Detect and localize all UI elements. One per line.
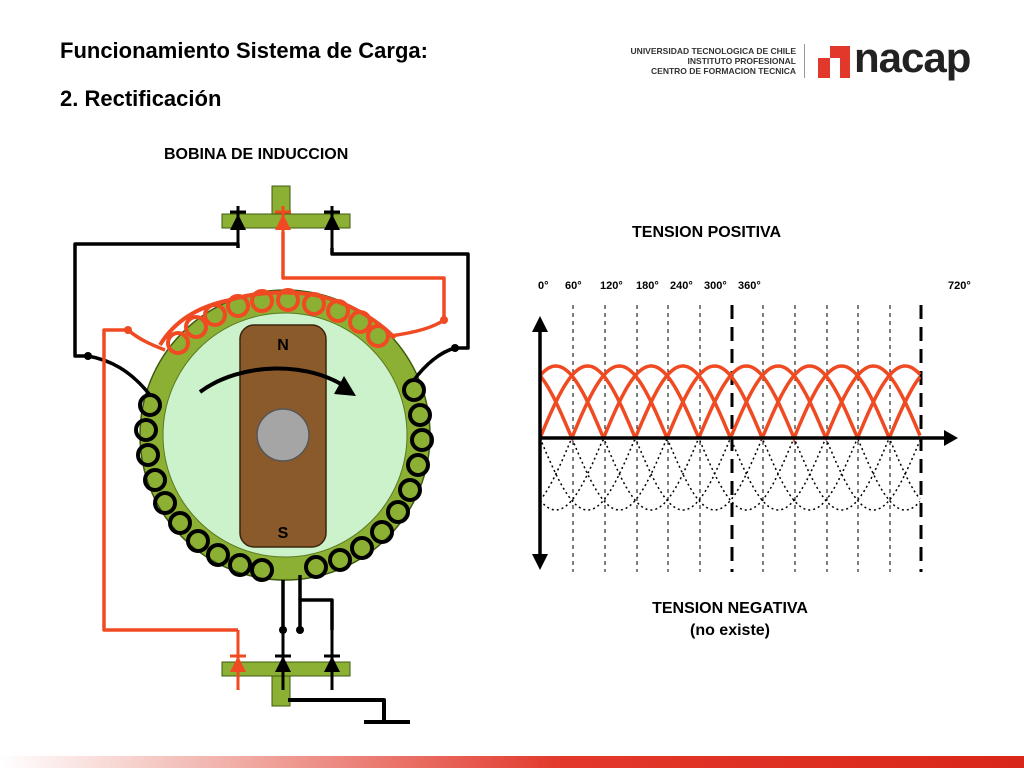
logo-wordmark: nacap xyxy=(854,34,971,81)
y-axis-arrow-down xyxy=(532,554,548,570)
stator-winding-right xyxy=(304,378,434,579)
x-axis-arrow xyxy=(944,430,958,446)
logo-text: UNIVERSIDAD TECNOLOGICA DE CHILE INSTITU… xyxy=(628,46,796,76)
wiring xyxy=(73,232,470,724)
bottom-diode-bridge xyxy=(221,630,351,707)
top-diode-bridge xyxy=(221,185,351,248)
negative-voltage-note: (no existe) xyxy=(689,622,770,639)
angle-tick: 720° xyxy=(948,280,971,292)
junction-dots xyxy=(84,316,459,634)
south-pole-label: S xyxy=(278,525,289,542)
logo-mark-icon xyxy=(818,46,850,78)
negative-voltage-label: TENSION NEGATIVA (no existe) xyxy=(580,598,880,642)
positive-voltage-label: TENSION POSITIVA xyxy=(632,224,782,241)
negative-wave-phase xyxy=(539,436,921,511)
page-title: Funcionamiento Sistema de Carga: xyxy=(60,38,428,63)
north-pole-label: N xyxy=(277,337,289,354)
logo-line: UNIVERSIDAD TECNOLOGICA DE CHILE xyxy=(630,46,796,56)
stator-winding-red xyxy=(158,288,397,355)
stator-winding-left xyxy=(134,393,274,582)
angle-tick: 60° xyxy=(565,280,582,292)
angle-tick: 240° xyxy=(670,280,693,292)
logo-line: INSTITUTO PROFESIONAL xyxy=(687,56,796,66)
angle-tick: 300° xyxy=(704,280,727,292)
negative-waves xyxy=(539,436,921,511)
angle-tick: 180° xyxy=(636,280,659,292)
negative-voltage-title: TENSION NEGATIVA xyxy=(652,600,808,617)
angle-tick: 120° xyxy=(600,280,623,292)
angle-tick: 0° xyxy=(538,280,549,292)
logo-line: CENTRO DE FORMACION TECNICA xyxy=(651,66,796,76)
positive-wave-phase xyxy=(538,364,922,442)
coil-label: BOBINA DE INDUCCION xyxy=(164,146,349,163)
voltage-graph xyxy=(532,305,958,572)
angle-tick: 360° xyxy=(738,280,761,292)
positive-waves xyxy=(538,364,922,443)
rotor xyxy=(198,324,356,548)
logo-separator xyxy=(804,44,805,78)
section-subtitle: 2. Rectificación xyxy=(60,86,222,111)
footer-bar xyxy=(0,756,1024,768)
y-axis-arrow-up xyxy=(532,316,548,332)
